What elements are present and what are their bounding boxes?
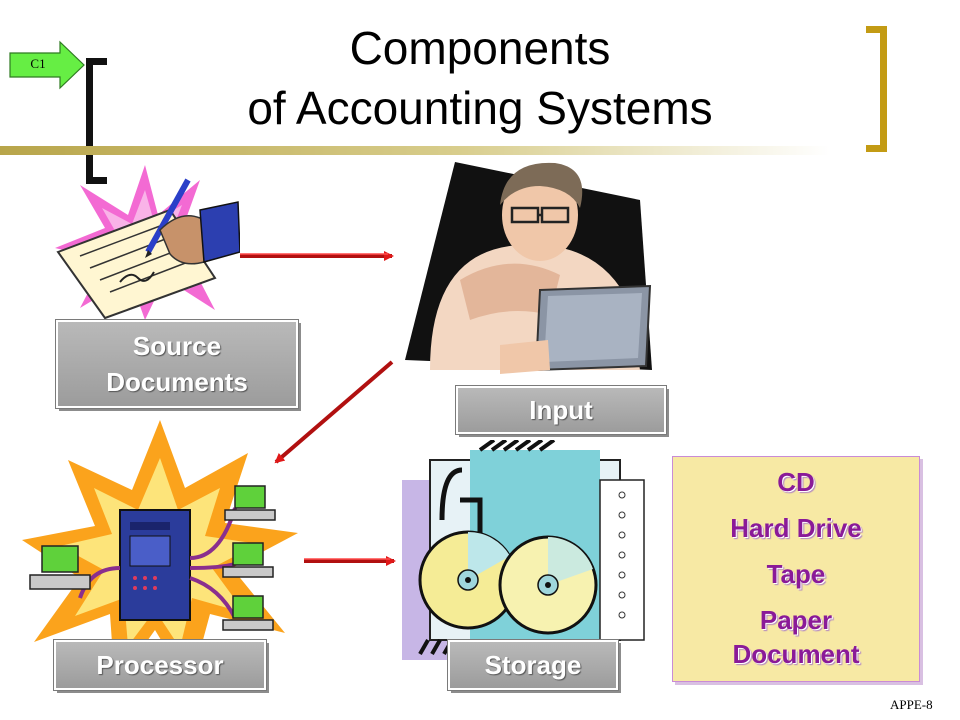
source-documents-text: Source Documents: [106, 331, 248, 397]
storage-label: Storage: [447, 639, 619, 691]
hand-signing-document-icon: [55, 165, 240, 320]
media-item-hard-drive: Hard Drive: [730, 513, 862, 543]
media-item-paper-document: Paper Document: [732, 605, 860, 669]
person-at-computer-icon: [405, 162, 652, 374]
cd-discs-storage-icon: [402, 440, 645, 660]
storage-text: Storage: [484, 650, 582, 680]
tag-arrow-icon: [9, 40, 85, 90]
slide-number: APPE-8: [890, 697, 933, 712]
source-documents-label: Source Documents: [55, 319, 299, 409]
title-rule: [0, 146, 830, 155]
server-network-icon: [22, 420, 298, 688]
media-item-tape: Tape: [766, 559, 826, 589]
media-item-cd: CD: [777, 467, 815, 497]
right-bracket-decoration: [866, 26, 887, 152]
input-text: Input: [529, 395, 593, 425]
tag-label: C1: [30, 56, 46, 71]
slide-title: Components of Accounting Systems: [150, 18, 810, 138]
left-bracket-decoration: [86, 58, 107, 184]
processor-text: Processor: [96, 650, 224, 680]
input-label: Input: [455, 385, 667, 435]
title-line-1: Components: [349, 22, 611, 74]
storage-media-list: CD Hard Drive Tape Paper Document: [672, 456, 920, 682]
processor-label: Processor: [53, 639, 267, 691]
title-line-2: of Accounting Systems: [247, 82, 713, 134]
